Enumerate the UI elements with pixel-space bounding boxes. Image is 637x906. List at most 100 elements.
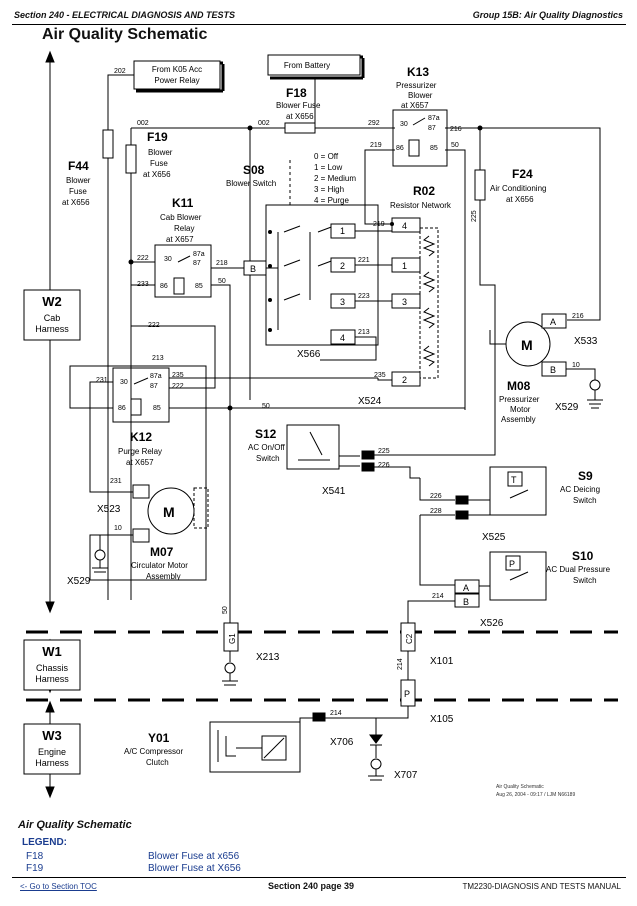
battery-label: From Battery xyxy=(284,61,330,70)
schematic-label-25: A xyxy=(550,317,556,327)
schematic-label-51: 002 xyxy=(258,120,270,127)
f44-l2: Fuse xyxy=(69,187,87,196)
schematic-label-13: 30 xyxy=(164,256,172,263)
k12-id: K12 xyxy=(130,430,152,444)
legend-code-f19: F19 xyxy=(26,863,44,874)
schematic-label-47: X706 xyxy=(330,737,354,748)
harness-w2-name: Cab xyxy=(44,313,61,323)
schematic-label-12: 2 xyxy=(402,375,407,385)
f24-l1: Air Conditioning xyxy=(490,184,546,193)
legend-heading: LEGEND: xyxy=(22,837,67,848)
k11-l2: Relay xyxy=(174,224,194,233)
s08-pos-3: 3 = High xyxy=(314,185,344,194)
fuse-f19 xyxy=(125,144,137,174)
section-toc-link[interactable]: <- Go to Section TOC xyxy=(20,882,97,891)
s9-switch: T xyxy=(419,466,547,586)
schematic-label-80: 214 xyxy=(432,593,444,600)
schematic-label-54: 219 xyxy=(370,142,382,149)
schematic-label-68: 231 xyxy=(96,377,108,384)
schematic-label-60: 218 xyxy=(216,260,228,267)
fuse-f24 xyxy=(474,169,486,201)
drawing-stamp: Air Quality Schematic Aug 26, 2004 - 09:… xyxy=(496,784,575,798)
schematic-label-83: 50 xyxy=(222,606,229,614)
schematic-label-45: X101 xyxy=(430,656,454,667)
schematic-label-19: 30 xyxy=(120,379,128,386)
footer-rule xyxy=(12,877,626,878)
schematic-label-10: 1 xyxy=(402,261,407,271)
f18-id: F18 xyxy=(286,86,307,100)
junction-dots xyxy=(128,125,483,411)
battery-source-box: From Battery xyxy=(267,54,365,80)
schematic-label-3: 86 xyxy=(396,145,404,152)
legend-desc-f18: Blower Fuse at x656 xyxy=(148,851,240,862)
harness-separators xyxy=(26,630,618,702)
schematic-label-9: 4 xyxy=(402,221,407,231)
f24-id: F24 xyxy=(512,167,533,181)
r02-l1: Resistor Network xyxy=(390,201,452,210)
schematic-label-27: M xyxy=(163,504,175,520)
f19-id: F19 xyxy=(147,130,168,144)
schematic-label-85: Aug 26, 2004 - 09:17 / LJM N66189 xyxy=(496,792,575,798)
schematic-label-81: 214 xyxy=(397,658,404,670)
k11-relay: 30 87a 87 86 85 B xyxy=(131,244,278,632)
schematic-label-49: 202 xyxy=(114,68,126,75)
fuse-f44 xyxy=(102,129,114,159)
s9-l2: Switch xyxy=(573,496,597,505)
f24-l2: at X656 xyxy=(506,195,534,204)
schematic-label-35: X566 xyxy=(297,349,321,360)
k12-l1: Purge Relay xyxy=(118,447,162,456)
schematic-label-44: X213 xyxy=(256,652,280,663)
schematic-label-74: 225 xyxy=(378,448,390,455)
s12-l2: Switch xyxy=(256,454,280,463)
r02-id: R02 xyxy=(413,184,435,198)
schematic-label-21: 87 xyxy=(150,383,158,390)
schematic-label-40: X529 xyxy=(67,576,91,587)
s08-pos-4: 4 = Purge xyxy=(314,196,349,205)
k12-l2: at X657 xyxy=(126,458,154,467)
schematic-label-57: 222 xyxy=(137,255,149,262)
s10-l1: AC Dual Pressure xyxy=(546,565,611,574)
schematic-label-63: 223 xyxy=(358,293,370,300)
schematic-label-4: 85 xyxy=(430,145,438,152)
m08-id: M08 xyxy=(507,379,531,393)
harness-w1-name: Chassis xyxy=(36,663,69,673)
schematic-label-67: 213 xyxy=(152,355,164,362)
schematic-label-58: 233 xyxy=(137,281,149,288)
schematic-label-0: 30 xyxy=(400,121,408,128)
connector-labels: X566 X524 X533 X529 X523 X529 X541 X525 … xyxy=(67,336,598,781)
schematic-label-82: 214 xyxy=(330,710,342,717)
schematic-label-42: X525 xyxy=(482,532,506,543)
schematic-label-72: 216 xyxy=(572,313,584,320)
f44-id: F44 xyxy=(68,159,89,173)
f44-l1: Blower xyxy=(66,176,91,185)
schematic-label-46: X105 xyxy=(430,714,454,725)
schematic-label-1: 87a xyxy=(428,115,440,122)
schematic-label-76: 226 xyxy=(430,493,442,500)
harness-w2-sub: Harness xyxy=(35,324,69,334)
schematic-label-33: C2 xyxy=(405,633,414,644)
schematic-label-31: B xyxy=(463,597,469,607)
schematic-label-65: 235 xyxy=(374,372,386,379)
harness-w1-sub: Harness xyxy=(35,674,69,684)
section-title: Air Quality Schematic xyxy=(18,819,132,831)
schematic-label-56: 225 xyxy=(471,210,478,222)
schematic-label-8: 4 xyxy=(340,333,345,343)
k13-relay: 30 87a 87 86 85 xyxy=(392,109,448,167)
air-quality-schematic: W2 Cab Harness W1 Chassis Harness W3 Eng… xyxy=(23,50,618,799)
m07-id: M07 xyxy=(150,545,174,559)
header-section: Section 240 - ELECTRICAL DIAGNOSIS AND T… xyxy=(14,10,236,20)
k13-id: K13 xyxy=(407,65,429,79)
page-title: Air Quality Schematic xyxy=(42,26,208,43)
schematic-label-79: 10 xyxy=(114,525,122,532)
harness-w3-id: W3 xyxy=(42,728,62,743)
header-group: Group 15B: Air Quality Diagnostics xyxy=(472,10,623,20)
schematic-label-30: A xyxy=(463,583,469,593)
schematic-label-18: B xyxy=(250,264,256,274)
schematic-label-53: 216 xyxy=(450,126,462,133)
k13-l3: at X657 xyxy=(401,101,429,110)
s10-switch: P A B xyxy=(407,551,547,625)
y01-l2: Clutch xyxy=(146,758,169,767)
harness-w2-box: W2 Cab Harness xyxy=(23,289,81,341)
harness-w3-box: W3 Engine Harness xyxy=(23,723,81,775)
